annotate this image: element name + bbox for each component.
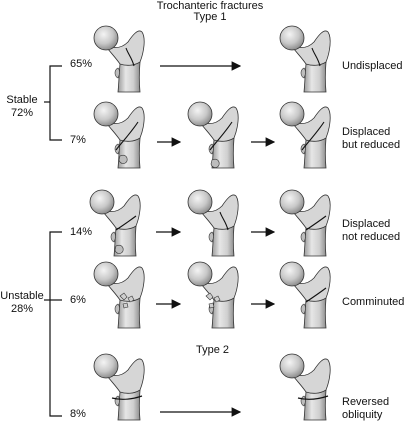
- femur-row4-c: [279, 261, 331, 329]
- row1-label: Undisplaced: [342, 60, 403, 73]
- unstable-group-label: Unstable 28%: [0, 290, 44, 316]
- row3-percent: 14%: [70, 226, 93, 238]
- fragment-row2-b: [210, 158, 220, 168]
- diagram-title: Trochanteric fractures: [156, 0, 264, 12]
- femur-row2-c: [279, 101, 331, 169]
- row2-label: Displaced but reduced: [342, 126, 400, 152]
- row5-label-line2: obliquity: [342, 409, 383, 421]
- stable-percent: 72%: [10, 107, 34, 119]
- row5-percent: 8%: [70, 408, 86, 420]
- fragment-row3-a: [114, 244, 124, 254]
- femur-row4-b: [187, 261, 239, 329]
- femur-row2-a: [93, 101, 145, 169]
- unstable-percent: 28%: [10, 303, 34, 315]
- unstable-bracket: [49, 231, 62, 417]
- stable-bracket: [49, 65, 62, 141]
- femur-row3-a: [89, 189, 141, 257]
- femur-row1-a: [93, 25, 145, 93]
- row3-label-line2: not reduced: [342, 231, 401, 243]
- femur-row3-c: [279, 189, 331, 257]
- stable-group-label: Stable 72%: [0, 94, 44, 120]
- femur-row3-b: [187, 189, 239, 257]
- row5-label-line1: Reversed: [342, 396, 390, 408]
- row2-label-line1: Displaced: [342, 126, 391, 138]
- femur-row2-b: [187, 101, 239, 169]
- row3-label: Displaced not reduced: [342, 218, 400, 244]
- fragment-row2-a: [118, 154, 128, 164]
- unstable-name: Unstable: [0, 290, 44, 302]
- row3-label-line1: Displaced: [342, 218, 391, 230]
- row2-percent: 7%: [70, 134, 86, 146]
- type2-label: Type 2: [196, 344, 230, 356]
- row4-label: Comminuted: [342, 296, 404, 309]
- femur-row5-a: [93, 353, 145, 421]
- type1-label: Type 1: [193, 11, 227, 23]
- femur-row4-a: [93, 261, 145, 329]
- row5-label: Reversed obliquity: [342, 396, 389, 422]
- row1-label-line1: Undisplaced: [342, 60, 403, 72]
- row4-label-line1: Comminuted: [342, 296, 405, 308]
- femur-row5-b: [279, 353, 331, 421]
- row4-percent: 6%: [70, 294, 86, 306]
- row2-label-line2: but reduced: [342, 139, 401, 151]
- stable-name: Stable: [6, 94, 38, 106]
- row1-percent: 65%: [70, 58, 93, 70]
- femur-row1-b: [279, 25, 331, 93]
